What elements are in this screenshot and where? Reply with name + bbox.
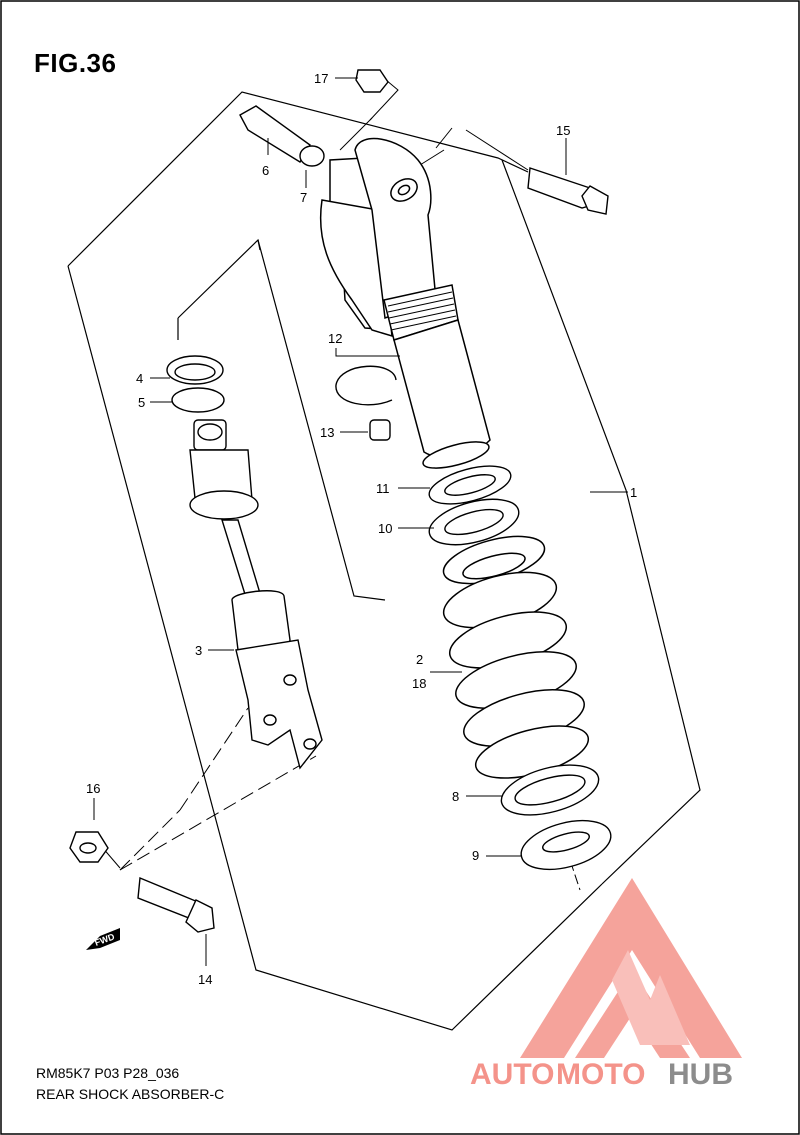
spring-seat-rings (428, 465, 520, 546)
watermark-text: AUTO MOTO HUB (470, 1058, 733, 1091)
callout-8: 8 (452, 789, 459, 804)
watermark-moto: MOTO (556, 1058, 645, 1091)
callout-14: 14 (198, 972, 212, 987)
callout-11: 11 (376, 481, 390, 496)
callout-2: 2 (416, 652, 423, 667)
callout-12: 12 (328, 331, 342, 346)
figure-title: FIG.36 (34, 48, 117, 78)
callout-18: 18 (412, 676, 426, 691)
hardware-bolts (69, 69, 609, 933)
snap-rings (166, 355, 225, 413)
callout-9: 9 (472, 848, 479, 863)
reservoir-cap (239, 105, 325, 167)
watermark-logo (520, 878, 742, 1058)
part-name: REAR SHOCK ABSORBER-C (36, 1086, 225, 1102)
assembly-outline (67, 91, 701, 1031)
callout-4: 4 (136, 371, 143, 386)
circlip-valve (335, 365, 397, 441)
callout-17: 17 (314, 71, 328, 86)
callout-15: 15 (556, 123, 570, 138)
callout-13: 13 (320, 425, 334, 440)
damper-rod-assembly (189, 419, 323, 770)
watermark-auto: AUTO (470, 1058, 554, 1091)
callout-10: 10 (378, 521, 392, 536)
callout-1: 1 (630, 485, 637, 500)
model-code: RM85K7 P03 P28_036 (36, 1065, 180, 1081)
callout-5: 5 (138, 395, 145, 410)
lower-seats (500, 764, 612, 871)
callout-leaders (93, 77, 628, 966)
callout-16: 16 (86, 781, 100, 796)
callout-3: 3 (195, 643, 202, 658)
watermark-hub: HUB (668, 1058, 733, 1091)
coil-spring (442, 535, 590, 779)
callout-numbers: 1 2 3 4 5 6 7 8 9 10 11 12 13 14 15 16 1… (86, 71, 637, 987)
callout-6: 6 (262, 163, 269, 178)
callout-7: 7 (300, 190, 307, 205)
fwd-arrow-icon: FWD (86, 928, 120, 950)
shock-body (319, 137, 491, 469)
